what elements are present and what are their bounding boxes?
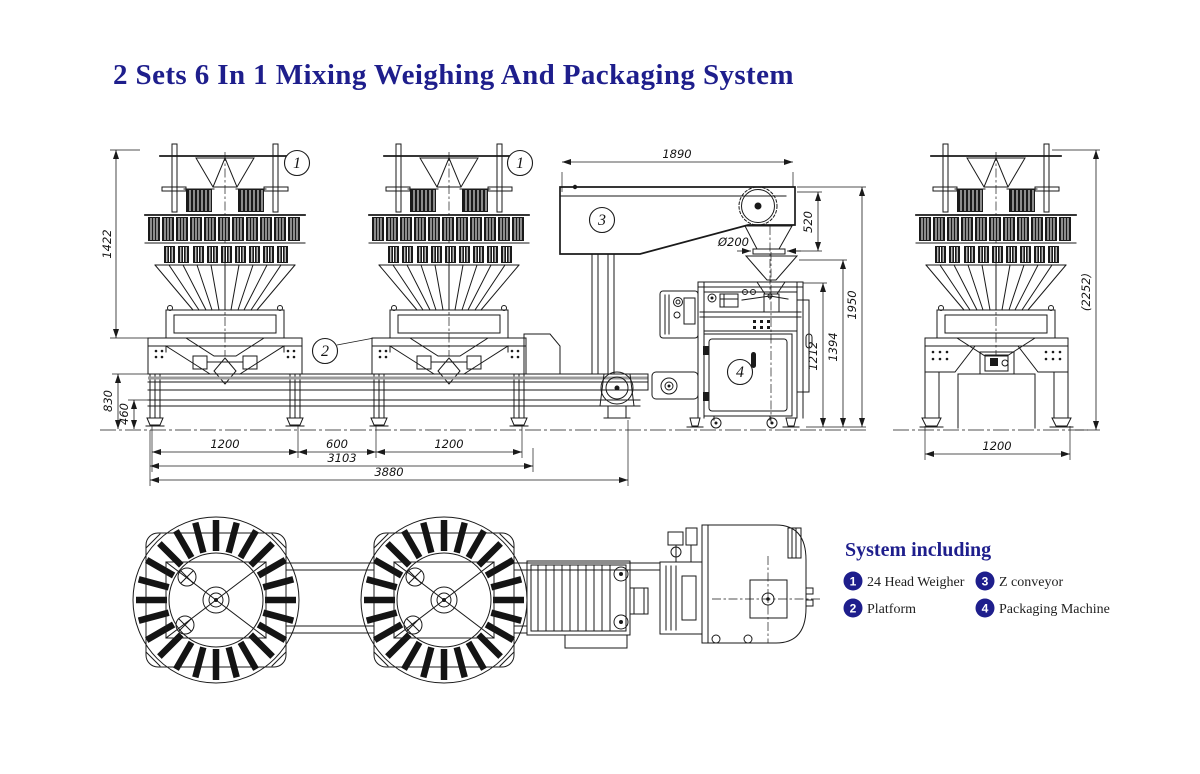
weigher-plan-right bbox=[361, 517, 527, 683]
svg-text:Z conveyor: Z conveyor bbox=[999, 575, 1063, 590]
dim-bagger-heights: 1212 1394 1950 bbox=[797, 186, 866, 428]
svg-text:1394: 1394 bbox=[826, 332, 840, 361]
svg-text:Platform: Platform bbox=[867, 602, 916, 617]
legend-item-z-conveyor: 3 Z conveyor bbox=[975, 571, 1063, 591]
svg-text:830: 830 bbox=[101, 390, 115, 412]
svg-text:1200: 1200 bbox=[982, 439, 1011, 453]
svg-text:2: 2 bbox=[321, 343, 329, 360]
svg-text:3103: 3103 bbox=[327, 451, 356, 465]
dim-base-width: 1200 bbox=[924, 426, 1071, 460]
legend-badge-2 bbox=[843, 598, 863, 618]
weigher-front-left bbox=[145, 144, 305, 356]
svg-text:Ø200: Ø200 bbox=[717, 235, 749, 249]
front-view: 1 1 2 3 4 1422 830 bbox=[100, 144, 868, 486]
svg-text:1200: 1200 bbox=[210, 437, 239, 451]
conveyor-rails bbox=[147, 373, 649, 407]
svg-text:520: 520 bbox=[801, 211, 815, 233]
svg-text:460: 460 bbox=[117, 403, 131, 425]
page-title: 2 Sets 6 In 1 Mixing Weighing And Packag… bbox=[113, 59, 794, 91]
svg-text:1212: 1212 bbox=[806, 341, 820, 370]
plan-rails bbox=[285, 562, 661, 634]
balloon-packaging: 4 bbox=[726, 358, 754, 386]
dim-leg-spans: 1200 600 1200 3103 3880 bbox=[149, 420, 629, 486]
svg-text:1200: 1200 bbox=[434, 437, 463, 451]
svg-text:3: 3 bbox=[982, 575, 989, 589]
base-wheel-icon bbox=[600, 371, 634, 405]
legend-item-packaging: 4 Packaging Machine bbox=[975, 598, 1110, 618]
svg-text:4: 4 bbox=[982, 602, 989, 616]
legend-item-platform: 2 Platform bbox=[843, 598, 916, 618]
weigher-front-right bbox=[369, 144, 529, 356]
dim-platform-height: 830 bbox=[101, 373, 148, 429]
balloon-z-conveyor: 3 bbox=[588, 206, 616, 234]
balloon-weigher-right: 1 bbox=[506, 149, 534, 177]
dim-z-reach: 1890 bbox=[561, 147, 794, 192]
legend-heading: System including bbox=[845, 539, 991, 561]
dim-discharge-height: 520 bbox=[788, 191, 822, 252]
legend: System including 1 24 Head Weigher 2 Pla… bbox=[843, 539, 1110, 618]
svg-text:1: 1 bbox=[516, 155, 524, 172]
svg-text:1890: 1890 bbox=[662, 147, 691, 161]
legend-item-weigher: 1 24 Head Weigher bbox=[843, 571, 965, 591]
film-roll-icon bbox=[651, 371, 699, 400]
svg-text:1950: 1950 bbox=[845, 290, 859, 319]
legend-badge-4 bbox=[975, 598, 995, 618]
svg-text:4: 4 bbox=[736, 364, 744, 381]
dim-outlet-diameter: Ø200 bbox=[717, 235, 801, 254]
weigher-plan-left bbox=[133, 517, 299, 683]
svg-text:Packaging Machine: Packaging Machine bbox=[999, 602, 1110, 617]
platform-left bbox=[145, 337, 305, 427]
balloon-platform: 2 bbox=[311, 337, 375, 365]
dim-rail-height: 460 bbox=[117, 399, 148, 429]
plan-view bbox=[133, 517, 820, 683]
legend-badge-3 bbox=[975, 571, 995, 591]
dim-weigher-height: 1422 bbox=[100, 149, 148, 339]
door-handle-icon bbox=[751, 352, 756, 368]
svg-text:1: 1 bbox=[293, 155, 301, 172]
sprocket-wheel-icon bbox=[738, 186, 778, 226]
svg-text:600: 600 bbox=[326, 437, 348, 451]
weigher-side bbox=[916, 144, 1076, 356]
side-stand bbox=[919, 337, 1074, 429]
platform-right bbox=[369, 337, 529, 427]
svg-text:1422: 1422 bbox=[100, 229, 114, 258]
plan-packaging-machine bbox=[659, 524, 820, 644]
balloon-weigher-left: 1 bbox=[283, 149, 311, 177]
svg-text:3: 3 bbox=[597, 212, 606, 229]
svg-text:1: 1 bbox=[850, 575, 857, 589]
plan-ladder-conveyor bbox=[526, 560, 649, 649]
film-holder-icon bbox=[659, 290, 699, 339]
svg-text:2: 2 bbox=[850, 602, 857, 616]
dim-overall-height: (2252) bbox=[1052, 149, 1100, 431]
packaging-machine-front bbox=[651, 252, 813, 429]
z-conveyor-front bbox=[523, 184, 796, 419]
side-view: (2252) 1200 bbox=[893, 144, 1100, 460]
svg-text:3880: 3880 bbox=[374, 465, 403, 479]
svg-text:24 Head Weigher: 24 Head Weigher bbox=[867, 575, 965, 590]
svg-text:(2252): (2252) bbox=[1079, 273, 1093, 311]
legend-badge-1 bbox=[843, 571, 863, 591]
